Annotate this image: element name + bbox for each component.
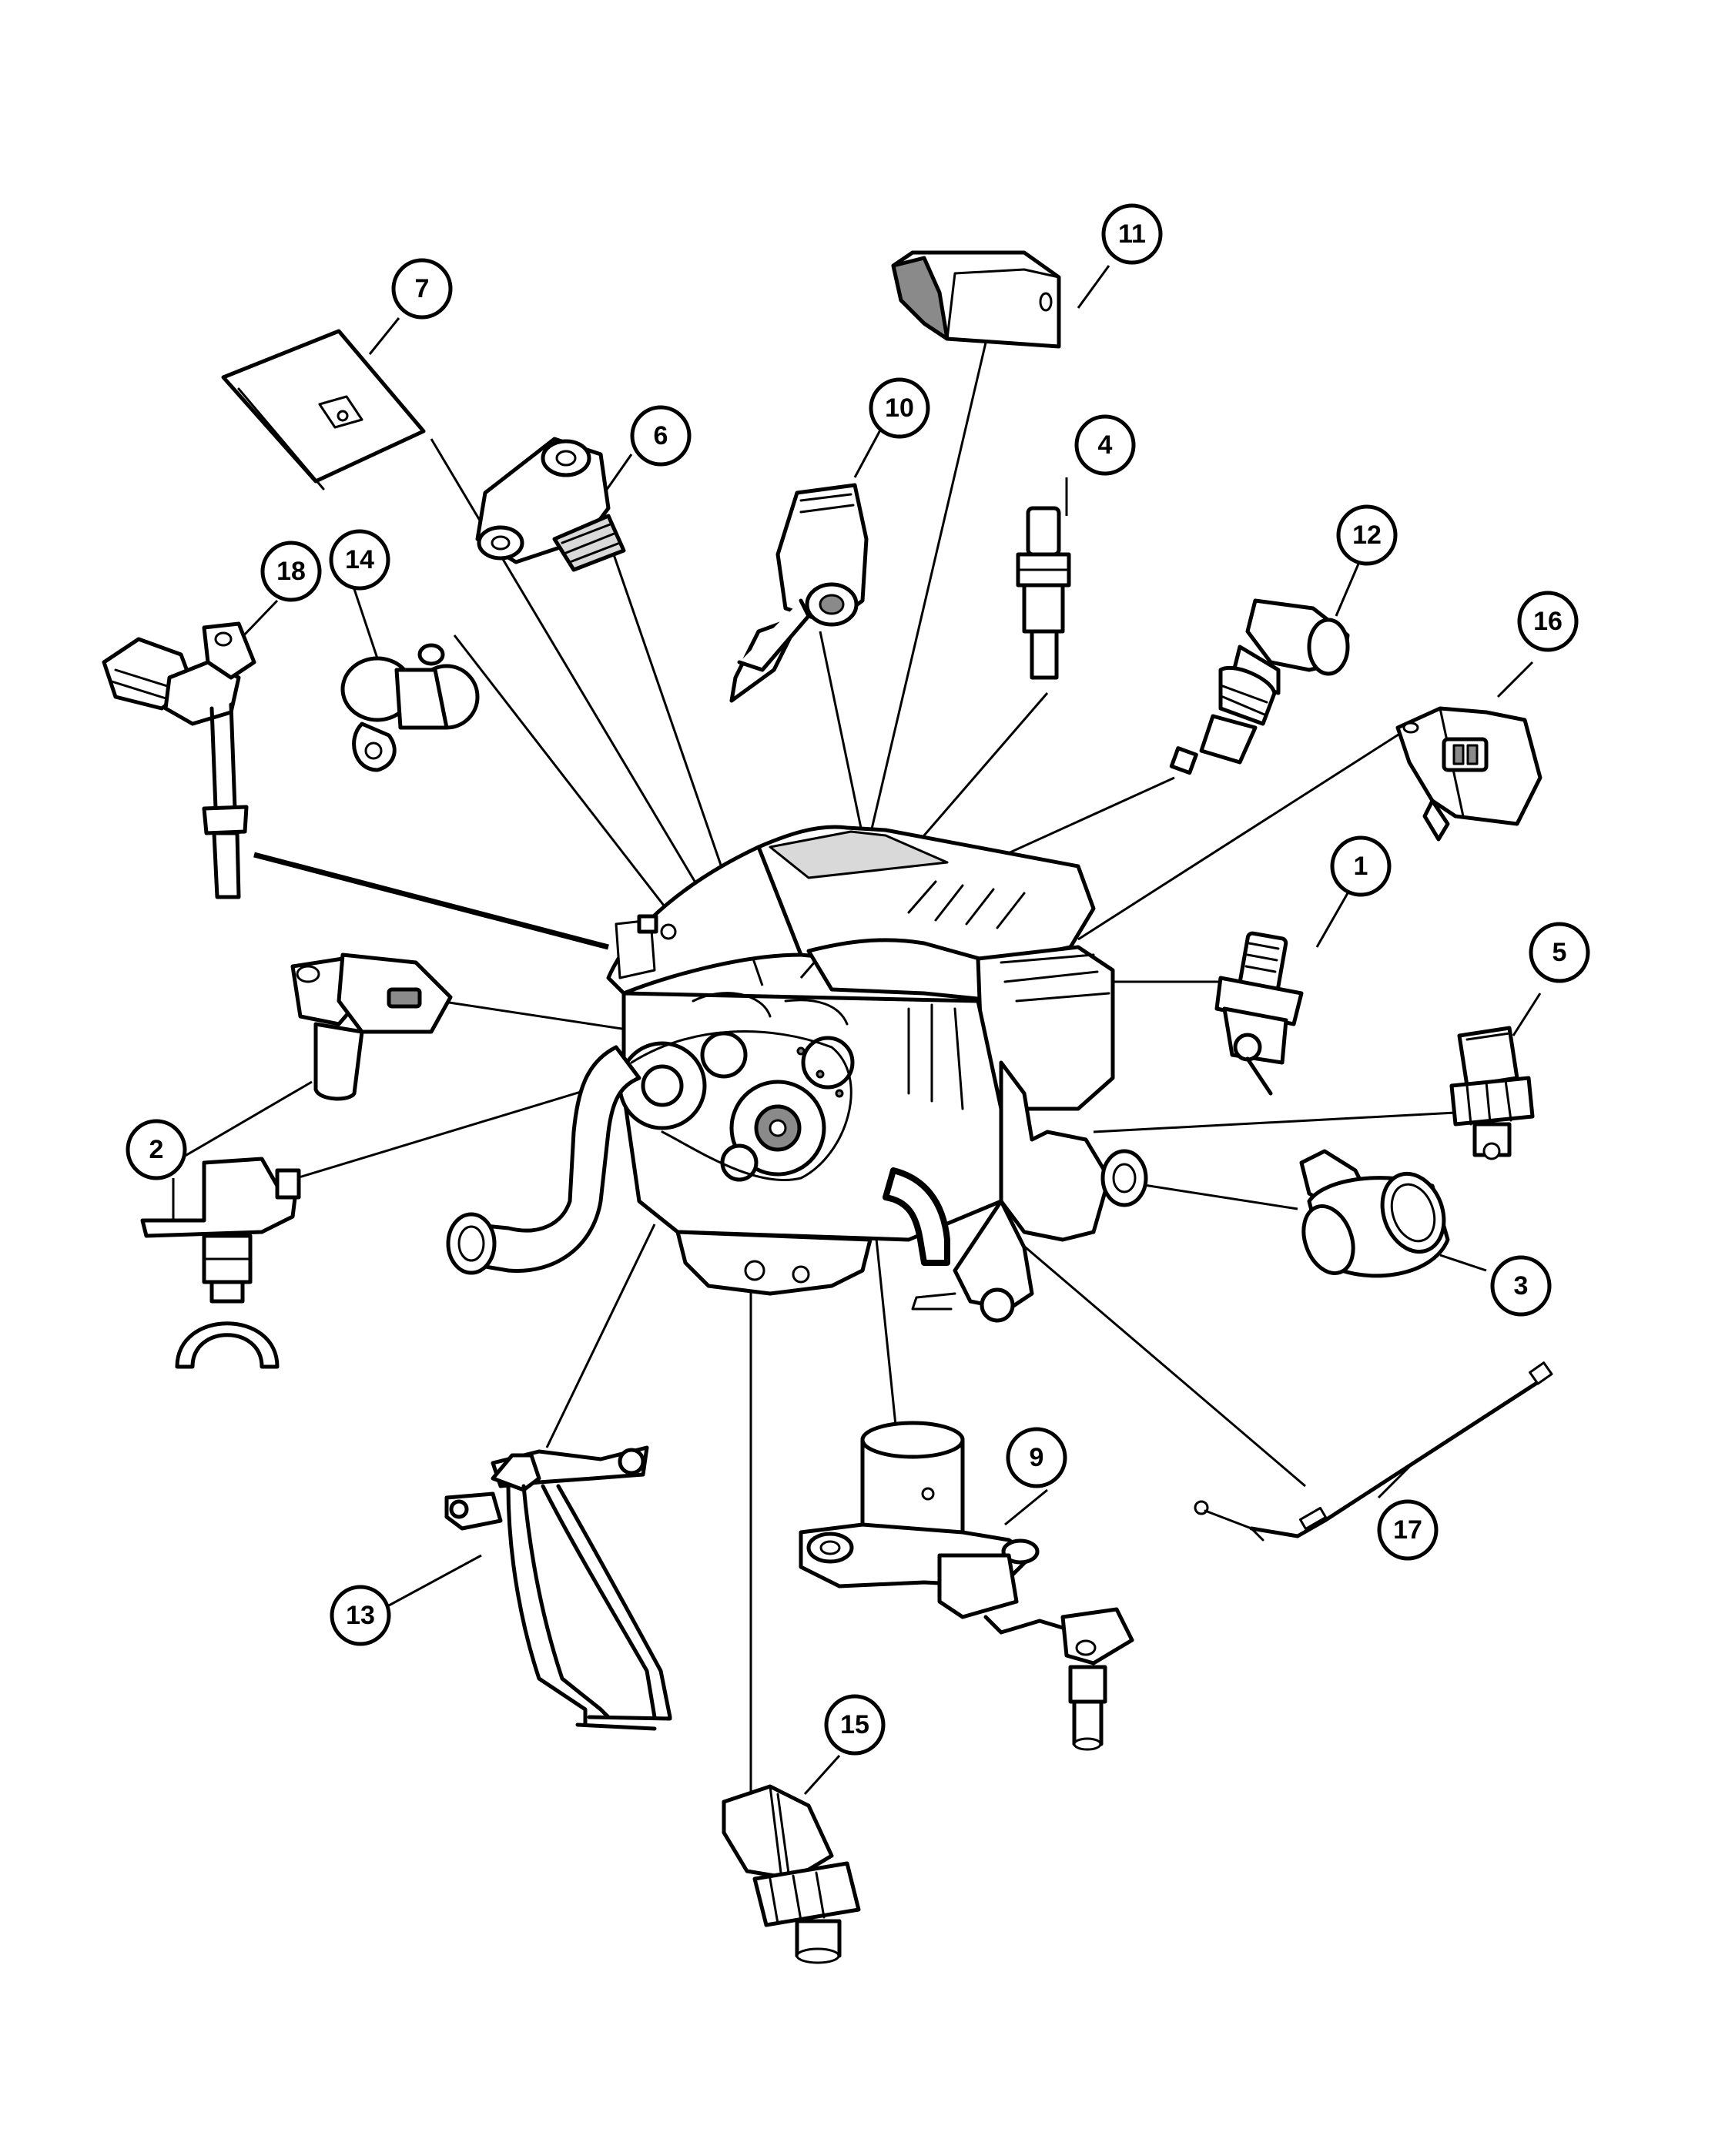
callout-1-label: 1 <box>1354 852 1368 881</box>
callout-14: 14 <box>329 529 390 591</box>
part-5-switch <box>1449 1026 1535 1160</box>
callout-11: 11 <box>1101 203 1163 265</box>
part-12-sensor <box>1169 598 1350 775</box>
callout-15: 15 <box>824 1694 886 1756</box>
callout-15-label: 15 <box>840 1710 869 1739</box>
callout-10: 10 <box>869 377 930 439</box>
part-11-bracket <box>891 250 1061 349</box>
part-14-solenoid <box>340 643 480 772</box>
callout-3: 3 <box>1490 1255 1552 1317</box>
callout-2: 2 <box>126 1119 187 1180</box>
callout-6-label: 6 <box>654 421 668 450</box>
part-2-lower-sensor <box>140 1157 301 1369</box>
callout-4-label: 4 <box>1098 430 1113 460</box>
part-2-upper-sensor <box>290 952 453 1101</box>
part-18-sensor <box>102 621 256 899</box>
callout-13-label: 13 <box>346 1601 375 1630</box>
callout-17-label: 17 <box>1393 1515 1422 1545</box>
callout-6: 6 <box>630 405 692 467</box>
callout-3-label: 3 <box>1514 1271 1529 1301</box>
part-15-sender <box>722 1784 861 1964</box>
callout-12-label: 12 <box>1352 521 1382 550</box>
callout-7: 7 <box>391 258 453 320</box>
callout-14-label: 14 <box>345 545 374 574</box>
callout-11-label: 11 <box>1118 219 1146 249</box>
callout-16-label: 16 <box>1533 607 1563 636</box>
callout-7-label: 7 <box>415 274 430 303</box>
callout-1: 1 <box>1330 835 1392 897</box>
callout-2-label: 2 <box>149 1135 164 1164</box>
part-1-sensor <box>1214 931 1304 1096</box>
callout-4: 4 <box>1074 414 1136 476</box>
callout-10-label: 10 <box>885 393 914 423</box>
engine-assembly <box>446 825 1148 1323</box>
callout-17: 17 <box>1377 1499 1439 1561</box>
part-10-sensor <box>729 483 869 703</box>
callout-16: 16 <box>1517 591 1579 652</box>
callout-5-label: 5 <box>1552 938 1567 967</box>
callout-13: 13 <box>330 1585 391 1646</box>
part-16-sensor <box>1395 706 1542 842</box>
callout-18: 18 <box>260 541 322 602</box>
part-3-maf <box>1299 1149 1450 1278</box>
part-13-harness <box>444 1445 672 1731</box>
callout-5: 5 <box>1529 922 1590 983</box>
part-9-sensor <box>799 1421 1134 1751</box>
callout-9: 9 <box>1006 1427 1067 1488</box>
callout-12: 12 <box>1336 504 1398 566</box>
callout-9-label: 9 <box>1030 1443 1044 1472</box>
part-17-probe <box>1194 1361 1553 1542</box>
part-7-shield <box>221 329 426 490</box>
callout-18-label: 18 <box>276 557 306 586</box>
part-4-sensor <box>1016 506 1071 680</box>
part-6-map-sensor <box>475 437 626 572</box>
